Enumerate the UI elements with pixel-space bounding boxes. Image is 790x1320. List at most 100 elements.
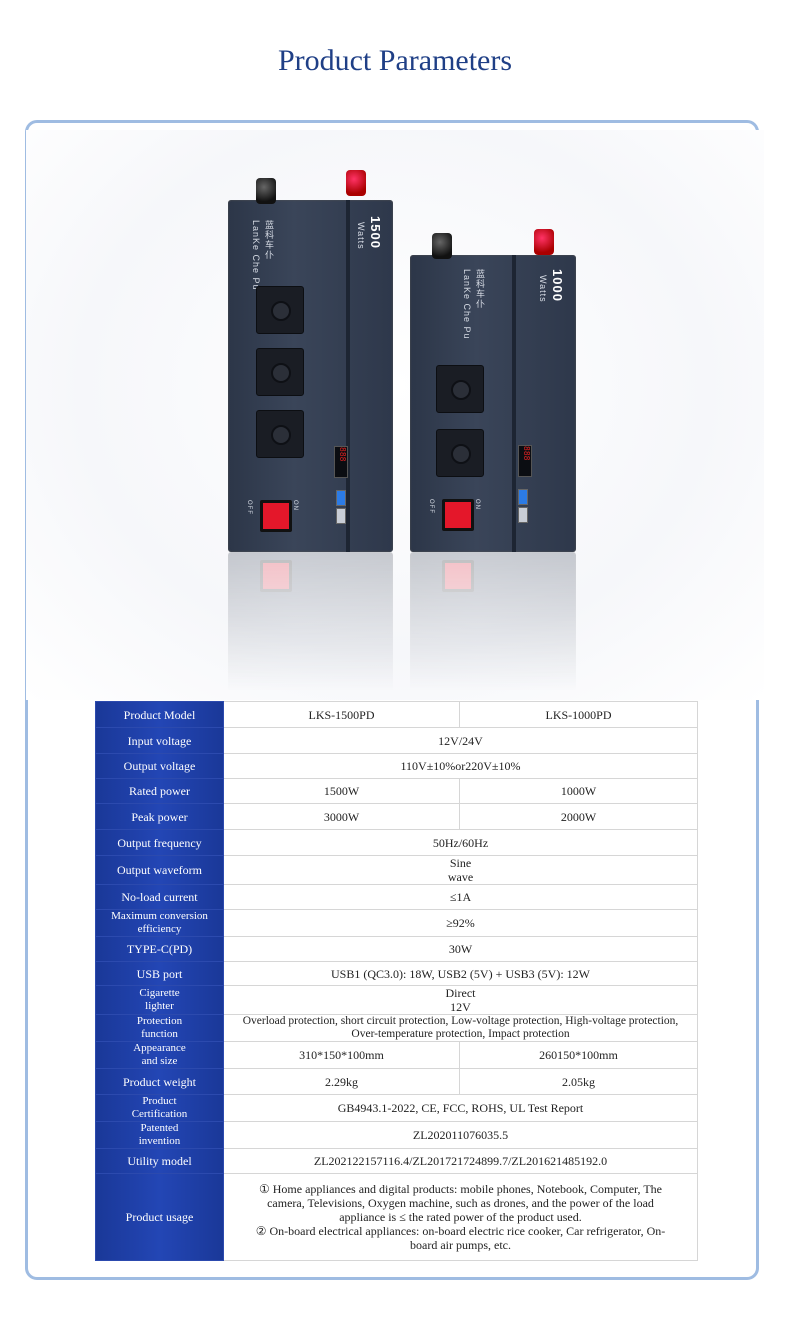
row-value-a: 2.29kg bbox=[223, 1068, 460, 1095]
voltage-display: 888 bbox=[334, 446, 348, 478]
table-row: Product Certification GB4943.1-2022, CE,… bbox=[95, 1094, 698, 1122]
table-row: Product usage ① Home appliances and digi… bbox=[95, 1173, 698, 1261]
row-value: 110V±10%or220V±10% bbox=[223, 753, 698, 779]
row-label: Cigarette lighter bbox=[95, 985, 224, 1015]
table-row: Rated power 1500W 1000W bbox=[95, 778, 698, 804]
usb-port-icon bbox=[336, 508, 346, 524]
page-title: Product Parameters bbox=[277, 44, 513, 77]
watts-unit-label: Watts bbox=[356, 222, 366, 250]
row-label: TYPE-C(PD) bbox=[95, 936, 224, 962]
table-row: Product weight 2.29kg 2.05kg bbox=[95, 1068, 698, 1095]
row-value: 30W bbox=[223, 936, 698, 962]
table-row: Patented invention ZL202011076035.5 bbox=[95, 1121, 698, 1149]
ac-socket-icon bbox=[436, 429, 484, 477]
usb-port-icon bbox=[518, 489, 528, 505]
model-b-cell: LKS-1000PD bbox=[459, 701, 698, 728]
row-value: ZL202122157116.4/ZL201721724899.7/ZL2016… bbox=[223, 1148, 698, 1174]
table-row: Output voltage 110V±10%or220V±10% bbox=[95, 753, 698, 779]
row-label: Product Certification bbox=[95, 1094, 224, 1122]
table-row: TYPE-C(PD) 30W bbox=[95, 936, 698, 962]
row-value: ZL202011076035.5 bbox=[223, 1121, 698, 1149]
table-row: Protection function Overload protection,… bbox=[95, 1014, 698, 1042]
table-row: Maximum conversion efficiency ≥92% bbox=[95, 909, 698, 937]
power-switch-icon bbox=[260, 500, 292, 532]
brand-sub-label: LanKe Che Pu bbox=[251, 220, 261, 291]
row-label: Output voltage bbox=[95, 753, 224, 779]
label-text: Protection function bbox=[136, 1015, 183, 1041]
label-text: Patented invention bbox=[138, 1122, 181, 1148]
row-value: ≥92% bbox=[223, 909, 698, 937]
row-label: Maximum conversion efficiency bbox=[95, 909, 224, 937]
table-row: Utility model ZL202122157116.4/ZL2017217… bbox=[95, 1148, 698, 1174]
row-label: Product Model bbox=[95, 701, 224, 728]
row-value: USB1 (QC3.0): 18W, USB2 (5V) + USB3 (5V)… bbox=[223, 961, 698, 986]
power-switch-icon bbox=[442, 499, 474, 531]
value-text: Direct 12V bbox=[445, 986, 476, 1014]
brand-label: 蓝科车仆 bbox=[264, 220, 274, 260]
row-value-a: 1500W bbox=[223, 778, 460, 804]
usb-port-icon bbox=[336, 490, 346, 506]
power-switch-icon bbox=[442, 560, 474, 592]
watts-unit-label: Watts bbox=[538, 275, 548, 303]
row-value-a: 3000W bbox=[223, 803, 460, 830]
brand-label: 蓝科车仆 bbox=[475, 269, 485, 309]
watts-label: 1500 bbox=[368, 216, 383, 249]
inverter-1000-image: 蓝科车仆 LanKe Che Pu 1000 Watts OFF ON 888 bbox=[410, 229, 576, 552]
negative-terminal-icon bbox=[256, 178, 276, 204]
ac-socket-icon bbox=[436, 365, 484, 413]
row-value-b: 2.05kg bbox=[459, 1068, 698, 1095]
table-row: Input voltage 12V/24V bbox=[95, 727, 698, 754]
row-value-b: 1000W bbox=[459, 778, 698, 804]
row-value: 12V/24V bbox=[223, 727, 698, 754]
usage-line-2: ② On-board electrical appliances: on-boa… bbox=[255, 1224, 666, 1252]
ac-socket-icon bbox=[256, 348, 304, 396]
table-row: No-load current ≤1A bbox=[95, 884, 698, 910]
row-label: Product usage bbox=[95, 1173, 224, 1261]
table-row: Product Model LKS-1500PD LKS-1000PD bbox=[95, 701, 698, 728]
row-label: Rated power bbox=[95, 778, 224, 804]
row-value: 50Hz/60Hz bbox=[223, 829, 698, 856]
switch-off-label: OFF bbox=[246, 500, 252, 515]
row-label: Utility model bbox=[95, 1148, 224, 1174]
ac-socket-icon bbox=[256, 410, 304, 458]
row-label: USB port bbox=[95, 961, 224, 986]
table-row: Output frequency 50Hz/60Hz bbox=[95, 829, 698, 856]
row-label: Patented invention bbox=[95, 1121, 224, 1149]
inverter-1500-reflection bbox=[228, 552, 393, 692]
row-label: Output frequency bbox=[95, 829, 224, 856]
label-text: Cigarette lighter bbox=[139, 987, 180, 1012]
negative-terminal-icon bbox=[432, 233, 452, 259]
model-a-cell: LKS-1500PD bbox=[223, 701, 460, 728]
row-label: Product weight bbox=[95, 1068, 224, 1095]
usage-cell: ① Home appliances and digital products: … bbox=[223, 1173, 698, 1261]
row-label: Protection function bbox=[95, 1014, 224, 1042]
row-value: Direct 12V bbox=[223, 985, 698, 1015]
row-label: Input voltage bbox=[95, 727, 224, 754]
row-value-a: 310*150*100mm bbox=[223, 1041, 460, 1069]
label-text: Appearance and size bbox=[133, 1042, 186, 1068]
brand-sub-label: LanKe Che Pu bbox=[462, 269, 472, 340]
spec-table: Product Model LKS-1500PD LKS-1000PD Inpu… bbox=[95, 701, 698, 1261]
table-row: USB port USB1 (QC3.0): 18W, USB2 (5V) + … bbox=[95, 961, 698, 986]
label-text: Product Certification bbox=[131, 1095, 188, 1121]
ac-socket-icon bbox=[256, 286, 304, 334]
row-value: Overload protection, short circuit prote… bbox=[223, 1014, 698, 1042]
row-value: GB4943.1-2022, CE, FCC, ROHS, UL Test Re… bbox=[223, 1094, 698, 1122]
usage-line-1: ① Home appliances and digital products: … bbox=[259, 1182, 662, 1224]
positive-terminal-icon bbox=[534, 229, 554, 255]
row-label: Output waveform bbox=[95, 855, 224, 885]
row-label: Appearance and size bbox=[95, 1041, 224, 1069]
table-row: Peak power 3000W 2000W bbox=[95, 803, 698, 830]
watts-label: 1000 bbox=[550, 269, 565, 302]
row-value: ≤1A bbox=[223, 884, 698, 910]
switch-on-label: ON bbox=[292, 500, 298, 511]
voltage-display: 888 bbox=[518, 445, 532, 477]
switch-on-label: ON bbox=[474, 499, 480, 510]
usb-port-icon bbox=[518, 507, 528, 523]
row-label: Peak power bbox=[95, 803, 224, 830]
inverter-1000-reflection bbox=[410, 552, 576, 692]
table-row: Cigarette lighter Direct 12V bbox=[95, 985, 698, 1015]
positive-terminal-icon bbox=[346, 170, 366, 196]
table-row: Appearance and size 310*150*100mm 260150… bbox=[95, 1041, 698, 1069]
inverter-1500-image: 蓝科车仆 LanKe Che Pu 1500 Watts OFF ON 888 bbox=[228, 170, 393, 552]
